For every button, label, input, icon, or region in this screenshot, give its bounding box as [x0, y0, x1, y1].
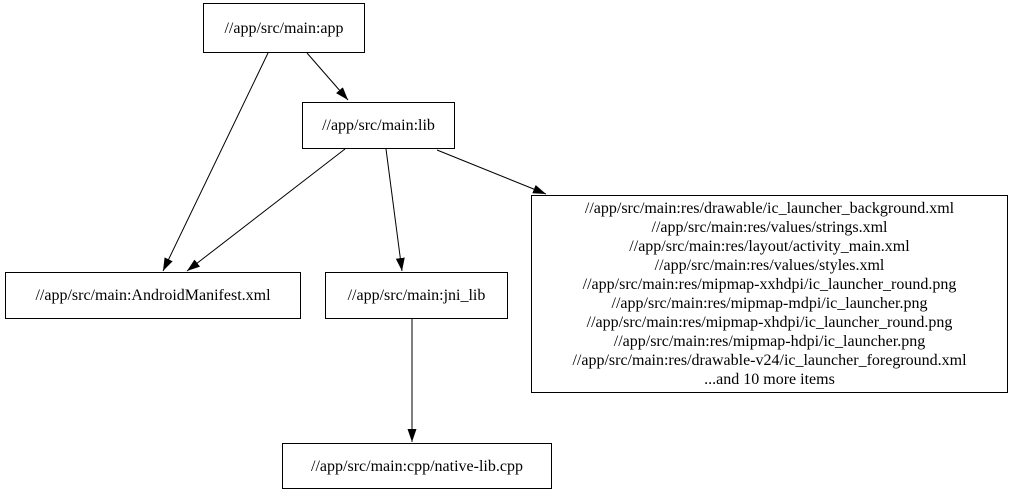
- node-jni-lib-label: //app/src/main:jni_lib: [347, 287, 486, 304]
- node-android-manifest: //app/src/main:AndroidManifest.xml: [5, 272, 301, 319]
- res-group-line: //app/src/main:res/mipmap-xxhdpi/ic_laun…: [582, 276, 957, 293]
- res-group-line: //app/src/main:res/mipmap-mdpi/ic_launch…: [611, 295, 928, 312]
- node-native-lib-cpp-label: //app/src/main:cpp/native-lib.cpp: [311, 457, 523, 475]
- edge-app-lib: [306, 52, 349, 101]
- node-res-group: //app/src/main:res/drawable/ic_launcher_…: [531, 195, 1008, 393]
- res-group-line: //app/src/main:res/mipmap-xhdpi/ic_launc…: [586, 314, 953, 331]
- node-app-label: //app/src/main:app: [224, 19, 344, 37]
- res-group-line: //app/src/main:res/layout/activity_main.…: [629, 238, 910, 255]
- edge-lib-res-group: [436, 149, 547, 195]
- res-group-line: //app/src/main:res/mipmap-hdpi/ic_launch…: [613, 333, 926, 350]
- node-app: //app/src/main:app: [203, 3, 365, 53]
- node-native-lib-cpp: //app/src/main:cpp/native-lib.cpp: [282, 443, 552, 489]
- res-group-line: //app/src/main:res/drawable/ic_launcher_…: [584, 200, 955, 217]
- node-lib: //app/src/main:lib: [302, 102, 455, 149]
- edge-lib-manifest: [186, 148, 346, 272]
- edge-lib-jni-lib: [385, 148, 405, 272]
- edge-app-manifest: [162, 52, 269, 272]
- res-group-line: //app/src/main:res/values/styles.xml: [654, 257, 885, 274]
- res-group-more-items: ...and 10 more items: [704, 371, 835, 388]
- node-android-manifest-label: //app/src/main:AndroidManifest.xml: [35, 287, 271, 304]
- node-lib-label: //app/src/main:lib: [322, 117, 435, 134]
- res-group-line: //app/src/main:res/drawable-v24/ic_launc…: [572, 352, 967, 369]
- res-group-line: //app/src/main:res/values/strings.xml: [651, 219, 888, 236]
- node-jni-lib: //app/src/main:jni_lib: [325, 272, 508, 319]
